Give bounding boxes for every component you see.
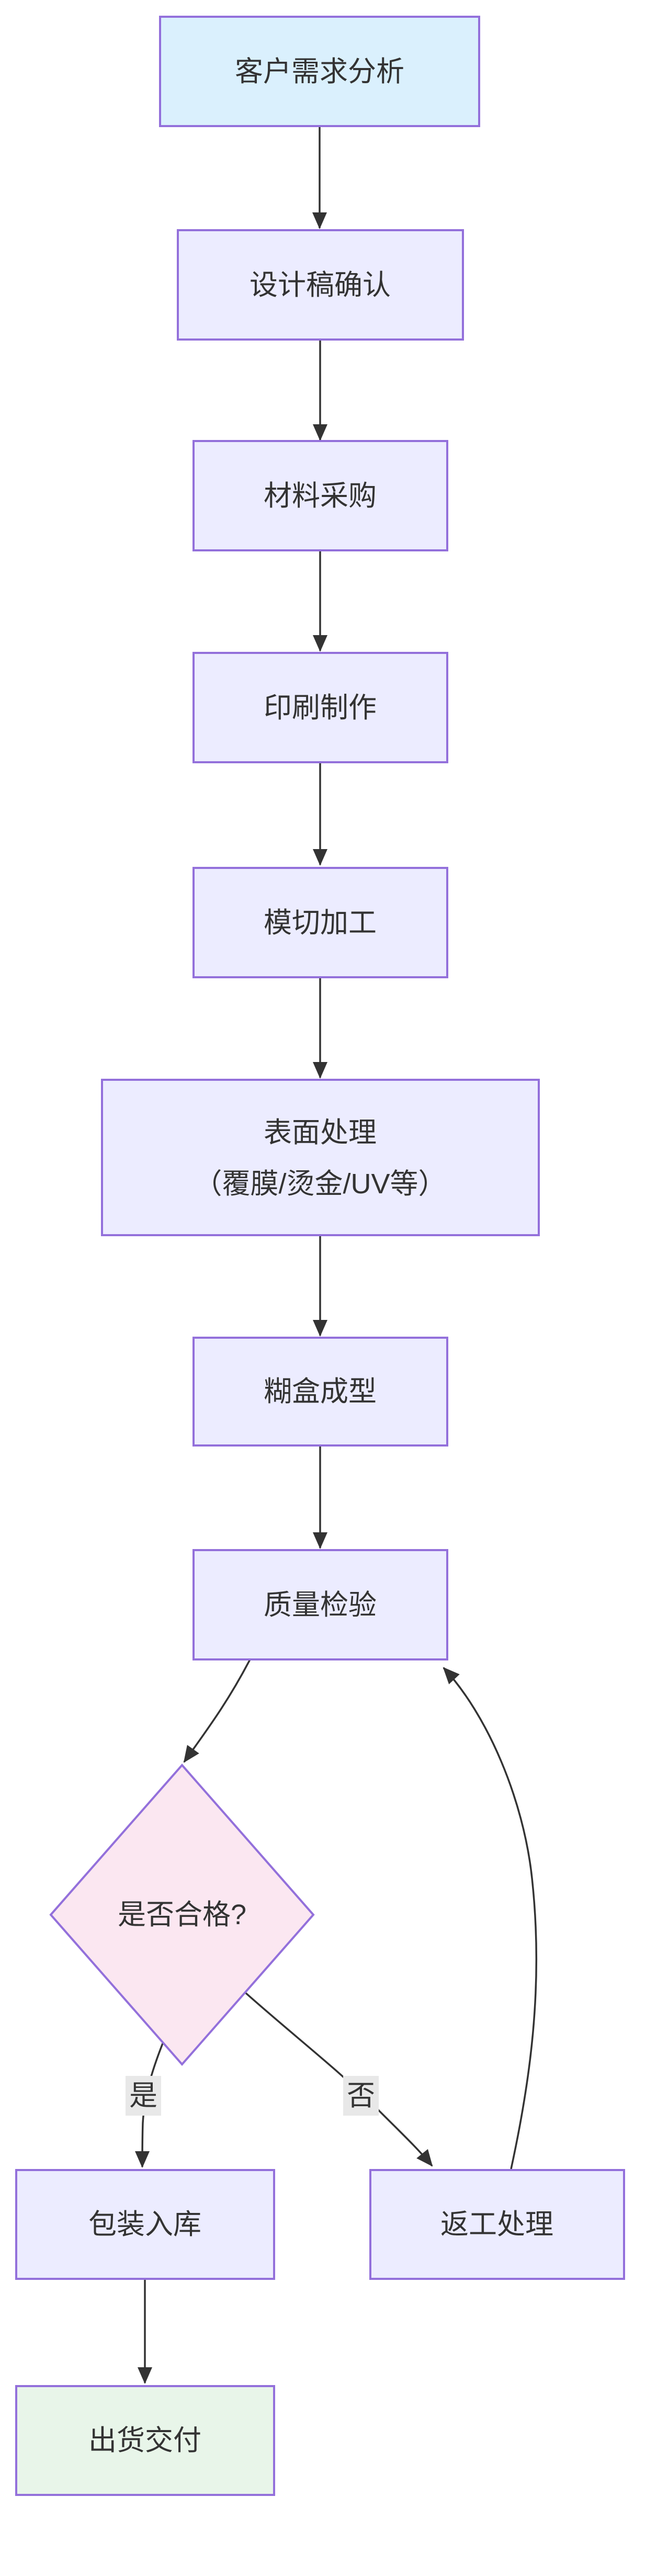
node-shipment-delivery-box [15, 2385, 275, 2496]
node-design-draft-confirmation-box [177, 229, 464, 341]
node-design-draft-confirmation: 设计稿确认 [177, 229, 464, 341]
node-customer-requirement-analysis-label: 客户需求分析 [235, 56, 404, 87]
node-quality-inspection: 质量检验 [192, 1549, 448, 1660]
node-surface-treatment-label-line2: （覆膜/烫金/UV等） [194, 1168, 446, 1200]
node-rework-handling-box [369, 2169, 625, 2280]
node-material-procurement-box [192, 440, 448, 551]
node-rework-handling-label: 返工处理 [440, 2209, 553, 2240]
node-surface-treatment-label-line1: 表面处理 [264, 1117, 377, 1148]
edge-label-yes: 是 [126, 2076, 161, 2116]
decision-qualified: 是否合格? [49, 1763, 315, 2066]
edge-label-yes-text: 是 [129, 2080, 157, 2111]
node-rework-handling: 返工处理 [369, 2169, 625, 2280]
node-die-cutting-box [192, 867, 448, 978]
node-box-gluing-forming: 糊盒成型 [192, 1337, 448, 1447]
node-packaging-warehousing-label: 包装入库 [88, 2209, 201, 2240]
node-surface-treatment-box [101, 1079, 540, 1236]
node-die-cutting-label: 模切加工 [264, 907, 377, 939]
node-shipment-delivery: 出货交付 [15, 2385, 275, 2496]
node-customer-requirement-analysis-box [159, 16, 480, 127]
node-printing-production: 印刷制作 [192, 652, 448, 763]
node-material-procurement: 材料采购 [192, 440, 448, 551]
node-quality-inspection-box [192, 1549, 448, 1660]
node-packaging-warehousing-box [15, 2169, 275, 2280]
node-surface-treatment: 表面处理 （覆膜/烫金/UV等） [101, 1079, 540, 1236]
node-printing-production-box [192, 652, 448, 763]
node-printing-production-label: 印刷制作 [264, 692, 377, 724]
edge-label-yes-bg [126, 2076, 161, 2116]
node-material-procurement-label: 材料采购 [264, 480, 377, 512]
node-die-cutting: 模切加工 [192, 867, 448, 978]
edge-label-no-bg [343, 2076, 379, 2116]
edge-label-no-text: 否 [347, 2080, 375, 2111]
edge-rework-to-quality [443, 1667, 538, 2170]
edge-decision-yes-to-packaging [135, 2040, 165, 2168]
node-packaging-warehousing: 包装入库 [15, 2169, 275, 2280]
edge-decision-no-to-rework [244, 1991, 433, 2167]
decision-qualified-diamond [49, 1763, 315, 2066]
edge-label-no: 否 [343, 2076, 379, 2116]
node-quality-inspection-label: 质量检验 [264, 1589, 377, 1621]
node-box-gluing-forming-box [192, 1337, 448, 1447]
edge-quality-to-decision [183, 1659, 251, 1763]
node-shipment-delivery-label: 出货交付 [88, 2425, 201, 2456]
node-customer-requirement-analysis: 客户需求分析 [159, 16, 480, 127]
decision-qualified-label: 是否合格? [118, 1899, 246, 1930]
edges [135, 126, 538, 2384]
node-box-gluing-forming-label: 糊盒成型 [264, 1376, 377, 1407]
node-design-draft-confirmation-label: 设计稿确认 [250, 269, 391, 301]
